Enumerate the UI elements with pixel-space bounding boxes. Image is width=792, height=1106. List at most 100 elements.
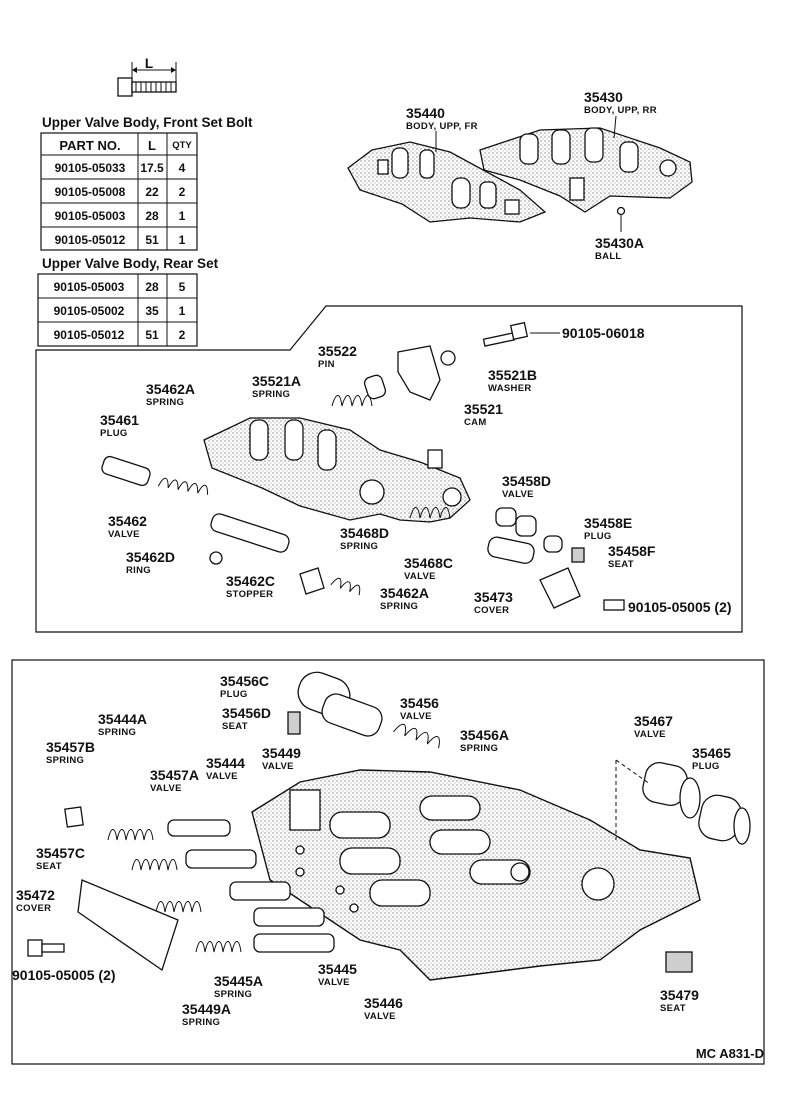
part-name: PLUG <box>100 428 128 439</box>
part-name: SPRING <box>460 743 498 754</box>
part-number: 35467 <box>634 713 673 729</box>
rear-row-qty: 1 <box>179 304 186 318</box>
part-number: 90105-05005 (2) <box>12 967 116 983</box>
part-name: SEAT <box>608 559 634 570</box>
part-name: SPRING <box>252 389 290 400</box>
part-name: PLUG <box>692 761 720 772</box>
part-number: 35456 <box>400 695 439 711</box>
rear-row-qty: 2 <box>179 328 186 342</box>
part-number: 35440 <box>406 105 445 121</box>
front-row-l: 17.5 <box>140 161 164 175</box>
part-name: CAM <box>464 417 487 428</box>
rear-row-qty: 5 <box>179 280 186 294</box>
cover-plate-icon <box>77 879 179 972</box>
rear-row-l: 35 <box>145 304 159 318</box>
part-name: SEAT <box>222 721 248 732</box>
part-name: SPRING <box>340 541 378 552</box>
upper-body-front-drawing <box>347 141 547 223</box>
part-number: 35445A <box>214 973 263 989</box>
part-number: 35449 <box>262 745 301 761</box>
middle-section-frame <box>35 305 743 633</box>
part-name: VALVE <box>400 711 432 722</box>
front-table-title: Upper Valve Body, Front Set Bolt <box>42 115 253 130</box>
part-name: COVER <box>474 605 509 616</box>
part-name: PIN <box>318 359 335 370</box>
part-name: SEAT <box>660 1003 686 1014</box>
part-name: COVER <box>16 903 51 914</box>
spring-icon <box>331 374 387 407</box>
part-name: STOPPER <box>226 589 273 600</box>
rear-row-l: 51 <box>145 328 159 342</box>
front-row-part: 90105-05008 <box>55 185 126 199</box>
part-number: 35468D <box>340 525 389 541</box>
part-name: SPRING <box>98 727 136 738</box>
seat-icon <box>665 951 693 973</box>
rear-row-part: 90105-05002 <box>54 304 125 318</box>
part-number: 35444 <box>206 755 245 771</box>
part-name: WASHER <box>488 383 532 394</box>
part-number: 35462C <box>226 573 275 589</box>
part-name: SPRING <box>182 1017 220 1028</box>
callout-05005a: 90105-05005 (2) <box>628 599 732 615</box>
part-name: VALVE <box>262 761 294 772</box>
part-number: 35521 <box>464 401 503 417</box>
part-number: 90105-06018 <box>562 325 645 341</box>
plug-valve-assembly-icon <box>101 455 361 596</box>
part-name: VALVE <box>318 977 350 988</box>
part-name: VALVE <box>150 783 182 794</box>
header-qty: QTY <box>172 140 192 151</box>
upper-body-rear-drawing <box>479 127 693 213</box>
front-row-qty: 1 <box>179 233 186 247</box>
figure-code: MC A831-D <box>696 1046 764 1061</box>
rear-table-title: Upper Valve Body, Rear Set <box>42 256 219 271</box>
part-name: SPRING <box>380 601 418 612</box>
front-row-part: 90105-05033 <box>55 161 126 175</box>
part-number: 35430 <box>584 89 623 105</box>
front-row-qty: 1 <box>179 209 186 223</box>
bottom-section-frame <box>11 659 765 1065</box>
bolt-icon <box>117 62 177 97</box>
part-name: VALVE <box>502 489 534 500</box>
callout-05005b: 90105-05005 (2) <box>12 967 116 983</box>
part-number: 35479 <box>660 987 699 1003</box>
part-number: 90105-05005 (2) <box>628 599 732 615</box>
part-number: 35430A <box>595 235 644 251</box>
part-number: 35445 <box>318 961 357 977</box>
part-number: 35456D <box>222 705 271 721</box>
front-row-part: 90105-05012 <box>55 233 126 247</box>
ball-icon <box>616 206 626 232</box>
front-row-l: 22 <box>145 185 159 199</box>
part-name: RING <box>126 565 151 576</box>
front-bolt-table <box>40 132 198 251</box>
cam-icon <box>397 345 456 401</box>
part-number: 35462D <box>126 549 175 565</box>
part-number: 35461 <box>100 412 139 428</box>
right-valve-plug-icon <box>642 762 751 845</box>
